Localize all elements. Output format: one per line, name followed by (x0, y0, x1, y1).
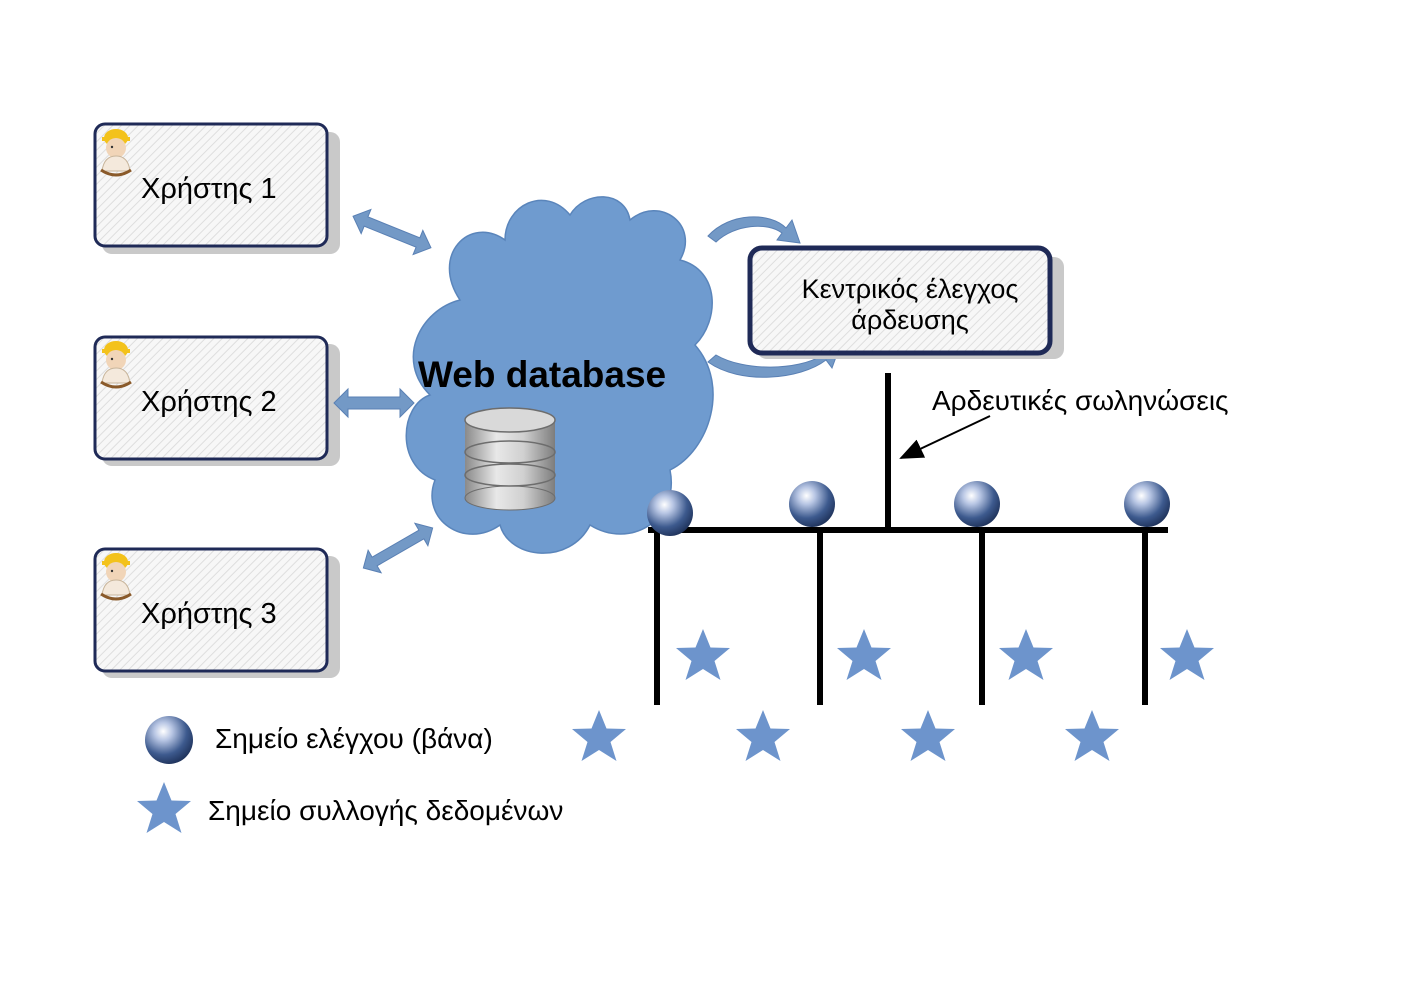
sensor-star-icon (1065, 710, 1119, 761)
irrigation-pipes (648, 373, 1168, 705)
user-box-3 (93, 547, 340, 678)
legend-sensor-label: Σημείο συλλογής δεδομένων (208, 795, 564, 826)
user-box-2 (93, 335, 340, 466)
database-icon (464, 407, 556, 511)
valves (647, 481, 1170, 536)
pipes-label: Αρδευτικές σωληνώσεις (932, 385, 1229, 416)
sensor-star-icon (901, 710, 955, 761)
sync-arrow-icon (707, 216, 801, 244)
sensor-star-icon (676, 629, 730, 680)
pipe-pointer-arrow (899, 415, 991, 459)
sensor-star-icon (999, 629, 1053, 680)
double-arrow-icon (352, 208, 432, 256)
valve-icon (954, 481, 1000, 527)
valve-icon (1124, 481, 1170, 527)
legend-valve-label: Σημείο ελέγχου (βάνα) (215, 723, 493, 754)
legend-star-icon (137, 782, 191, 833)
valve-icon (647, 490, 693, 536)
valve-icon (789, 481, 835, 527)
sensor-star-icon (837, 629, 891, 680)
controller-label: Κεντρικός έλεγχος άρδευσης (760, 274, 1060, 336)
controller-label-line1: Κεντρικός έλεγχος (801, 274, 1019, 304)
cloud-title: Web database (418, 354, 667, 395)
user-label-1: Χρήστης 1 (141, 173, 277, 205)
controller-label-line2: άρδευσης (851, 305, 969, 335)
legend-valve-icon (145, 716, 193, 764)
web-database-cloud (405, 196, 714, 554)
user-label-3: Χρήστης 3 (141, 598, 277, 630)
user-box-1 (93, 122, 340, 254)
central-controller-box (747, 245, 1064, 359)
double-arrow-icon (362, 522, 434, 574)
user-label-2: Χρήστης 2 (141, 386, 277, 418)
sensors (572, 629, 1214, 761)
double-arrow-icon (333, 387, 415, 419)
sensor-star-icon (572, 710, 626, 761)
sensor-star-icon (736, 710, 790, 761)
sensor-star-icon (1160, 629, 1214, 680)
